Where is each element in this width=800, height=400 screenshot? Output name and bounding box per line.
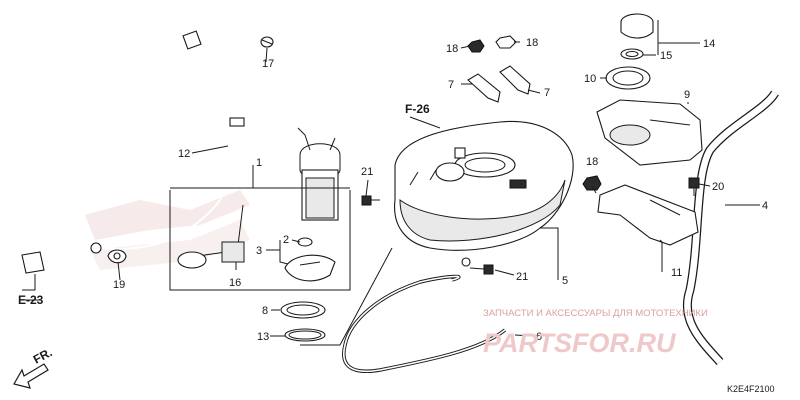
watermark-tagline: ЗАПЧАСТИ И АКСЕССУАРЫ ДЛЯ МОТОТЕХНИКИ: [483, 308, 708, 319]
callout-18-right: 18: [526, 37, 538, 49]
nut-18-left: [467, 39, 485, 53]
callout-labels: 1 2 3 4 5 6 7 7 8 9 10 11 12 13 14 15 16…: [18, 37, 768, 343]
fuel-pump-assembly-1: [169, 127, 351, 291]
callout-21-upper: 21: [361, 166, 373, 178]
tank-rubber-band-6: [342, 274, 507, 373]
callout-5: 5: [562, 275, 568, 287]
tank-bracket-11: [597, 184, 699, 246]
o-ring-seal-2: [297, 237, 313, 247]
o-ring-13: [284, 328, 326, 342]
callout-11: 11: [671, 267, 682, 279]
callout-2: 2: [283, 234, 289, 246]
front-label: FR.: [31, 345, 55, 366]
bolt-21-lower: [461, 257, 494, 275]
hose-clamp-17: [260, 36, 274, 48]
filler-ring-15: [620, 48, 644, 60]
callout-13: 13: [257, 331, 269, 343]
callout-19: 19: [113, 279, 125, 291]
fuel-filler-cap-14: [620, 13, 654, 39]
bracket-7-left: [467, 73, 501, 103]
bracket-7-right: [499, 65, 531, 95]
callout-14: 14: [703, 38, 715, 50]
fuel-hose-12: [21, 30, 248, 274]
callout-1: 1: [256, 157, 262, 169]
callout-6: 6: [536, 331, 542, 343]
callout-3: 3: [256, 245, 262, 257]
reference-e23: E-23: [18, 293, 44, 307]
pump-retainer-plate-3: [284, 254, 336, 282]
shop-watermark: ЗАПЧАСТИ И АКСЕССУАРЫ ДЛЯ МОТОТЕХНИКИ PA…: [483, 308, 708, 358]
leader-lines: [22, 20, 760, 346]
callout-7-right: 7: [544, 87, 550, 99]
callout-18-left: 18: [446, 43, 458, 55]
callout-7-left: 7: [448, 79, 454, 91]
callout-21-lower: 21: [516, 271, 528, 283]
clip-19: [107, 249, 127, 264]
callout-15: 15: [660, 50, 672, 62]
callout-17: 17: [262, 58, 274, 70]
callout-12: 12: [178, 148, 190, 160]
callout-4: 4: [762, 200, 768, 212]
diagram-code: K2E4F2100: [727, 384, 775, 394]
callout-16: 16: [229, 277, 241, 289]
reference-f26: F-26: [405, 102, 430, 116]
pump-packing-8: [280, 301, 326, 319]
fuel-level-sensor-16: [177, 204, 245, 269]
filler-seal-10: [605, 66, 651, 90]
callout-20: 20: [712, 181, 724, 193]
front-direction-arrow: FR.: [13, 345, 55, 389]
bolt-21-upper: [361, 195, 380, 206]
filler-tray-9: [596, 99, 703, 166]
callout-9: 9: [684, 89, 690, 101]
drain-hose-4: [682, 90, 779, 366]
callout-8: 8: [262, 305, 268, 317]
fuel-tank-5: [394, 120, 574, 251]
callout-10: 10: [584, 73, 596, 85]
nut-18-lower: [582, 175, 602, 191]
callout-18-lower: 18: [586, 156, 598, 168]
nut-18-right: [495, 35, 517, 49]
watermark-site: PARTSFOR.RU: [483, 328, 677, 358]
bolt-20: [688, 177, 700, 196]
